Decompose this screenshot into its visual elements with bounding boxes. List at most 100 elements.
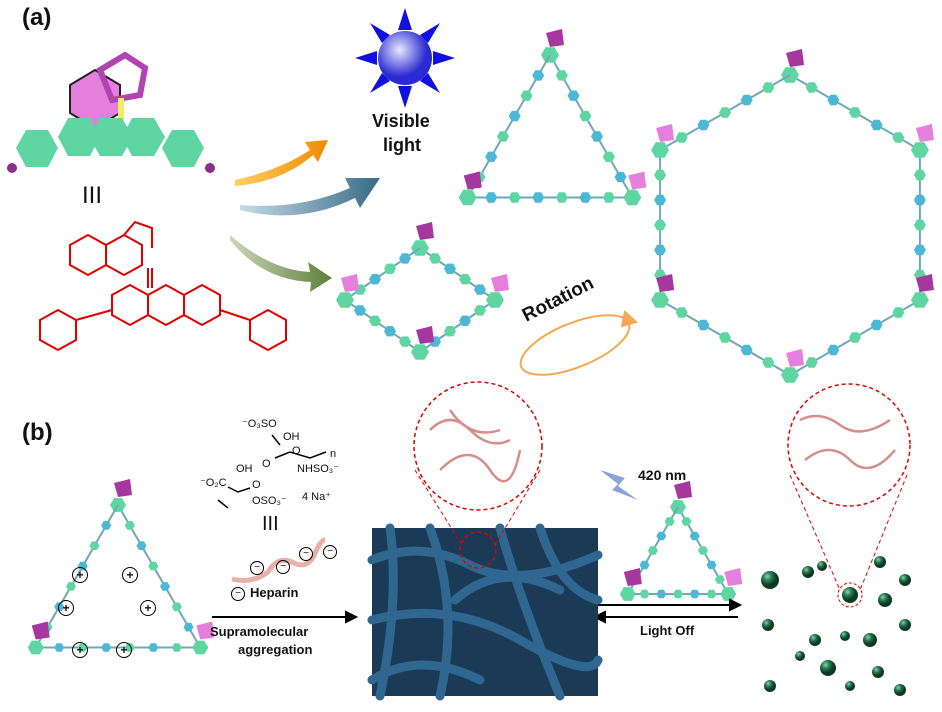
nanoparticle (761, 571, 779, 589)
nanoparticle (899, 574, 911, 586)
bead (706, 560, 717, 570)
bead (54, 643, 65, 652)
bead (719, 107, 731, 118)
switch-unit (196, 621, 215, 640)
switch-unit (628, 171, 647, 190)
bead (602, 151, 615, 162)
rotation-arrow-icon (519, 310, 639, 376)
bead (639, 589, 650, 599)
bead (384, 263, 396, 274)
vertex-unit (486, 292, 504, 308)
bead (101, 521, 112, 530)
chem-label: OH (283, 431, 300, 443)
switch-unit (416, 326, 434, 344)
bead (124, 521, 135, 530)
aggregation-label-line2: aggregation (238, 642, 313, 657)
bead (508, 110, 521, 122)
bead (66, 582, 76, 591)
bead (714, 575, 725, 584)
aggregation-label-line1: Supramolecular (210, 624, 309, 639)
bead (474, 305, 486, 316)
switch-unit (724, 568, 743, 586)
chem-label: OH (236, 463, 253, 475)
bead (675, 307, 688, 318)
fiber-network (367, 523, 603, 701)
switch-unit (463, 171, 482, 190)
compound-iii-structure (39, 220, 287, 352)
bead (689, 589, 700, 599)
macrocycle-triangle (458, 29, 647, 206)
chem-label: n (330, 448, 337, 460)
chem-label: OSO₃⁻ (252, 495, 287, 507)
bead (532, 70, 545, 81)
switch-unit (674, 481, 692, 499)
light-bolt-icon (600, 470, 638, 500)
bead (654, 219, 667, 231)
negative-charge-icon: − (276, 560, 290, 574)
bead (805, 82, 818, 93)
bead (532, 192, 545, 203)
bead (160, 582, 170, 591)
vertex-unit (623, 189, 642, 206)
nanoparticle (820, 660, 836, 676)
switch-unit (341, 274, 359, 292)
vertex-unit (619, 587, 636, 601)
nanoparticle (863, 633, 877, 647)
zoom-callout-aggregate (413, 381, 543, 546)
bead (762, 357, 775, 368)
chem-label: NHSO₃⁻ (297, 463, 340, 475)
bead (892, 132, 905, 143)
macrocycle-hexagon (651, 49, 934, 383)
positive-charge-icon: + (58, 600, 74, 616)
bead (369, 274, 381, 285)
chem-label: ⁻O₃SO (242, 418, 277, 430)
vertex-unit (411, 344, 429, 360)
switch-unit (656, 124, 675, 142)
bead (697, 319, 710, 331)
nanoparticle (894, 684, 906, 696)
bead (656, 589, 667, 599)
heparin-bonds (217, 434, 327, 509)
equilibrium-arrows (592, 598, 743, 624)
bead (870, 319, 883, 331)
bead (805, 357, 818, 368)
bead (567, 90, 580, 101)
bead (697, 119, 710, 131)
bead (148, 643, 159, 652)
reaction-arrow (212, 610, 359, 624)
nanoparticle (872, 666, 884, 678)
vertex-unit (27, 640, 44, 655)
bead (429, 253, 441, 264)
switch-unit (546, 29, 564, 47)
bead (698, 546, 709, 555)
chem-label: ⁻O₂C (200, 477, 227, 489)
vertex-unit (336, 292, 354, 308)
bead (579, 110, 592, 122)
nanoparticle (845, 681, 855, 691)
bead (675, 132, 688, 143)
nanoparticle (762, 619, 774, 631)
switch-unit (491, 274, 509, 292)
bead (602, 192, 615, 203)
light-label-line2: light (383, 135, 421, 155)
nanoparticle (874, 556, 886, 568)
switch-unit (915, 124, 934, 142)
bead (664, 517, 675, 526)
positive-charge-icon: + (140, 600, 156, 616)
macrocycle-triangle-b (27, 479, 215, 655)
compound-label: III (82, 182, 103, 209)
nanoparticle (878, 593, 892, 607)
negative-charge-icon: − (323, 545, 337, 559)
nanoparticle (795, 651, 805, 661)
macrocycle-small (619, 481, 743, 601)
bead (459, 274, 471, 285)
nanoparticle (817, 561, 827, 571)
bead (101, 643, 112, 652)
bead (706, 589, 717, 599)
bead (647, 546, 658, 555)
bead (148, 561, 159, 571)
bead (136, 541, 147, 550)
bead (740, 344, 753, 356)
vertex-unit (910, 142, 929, 158)
